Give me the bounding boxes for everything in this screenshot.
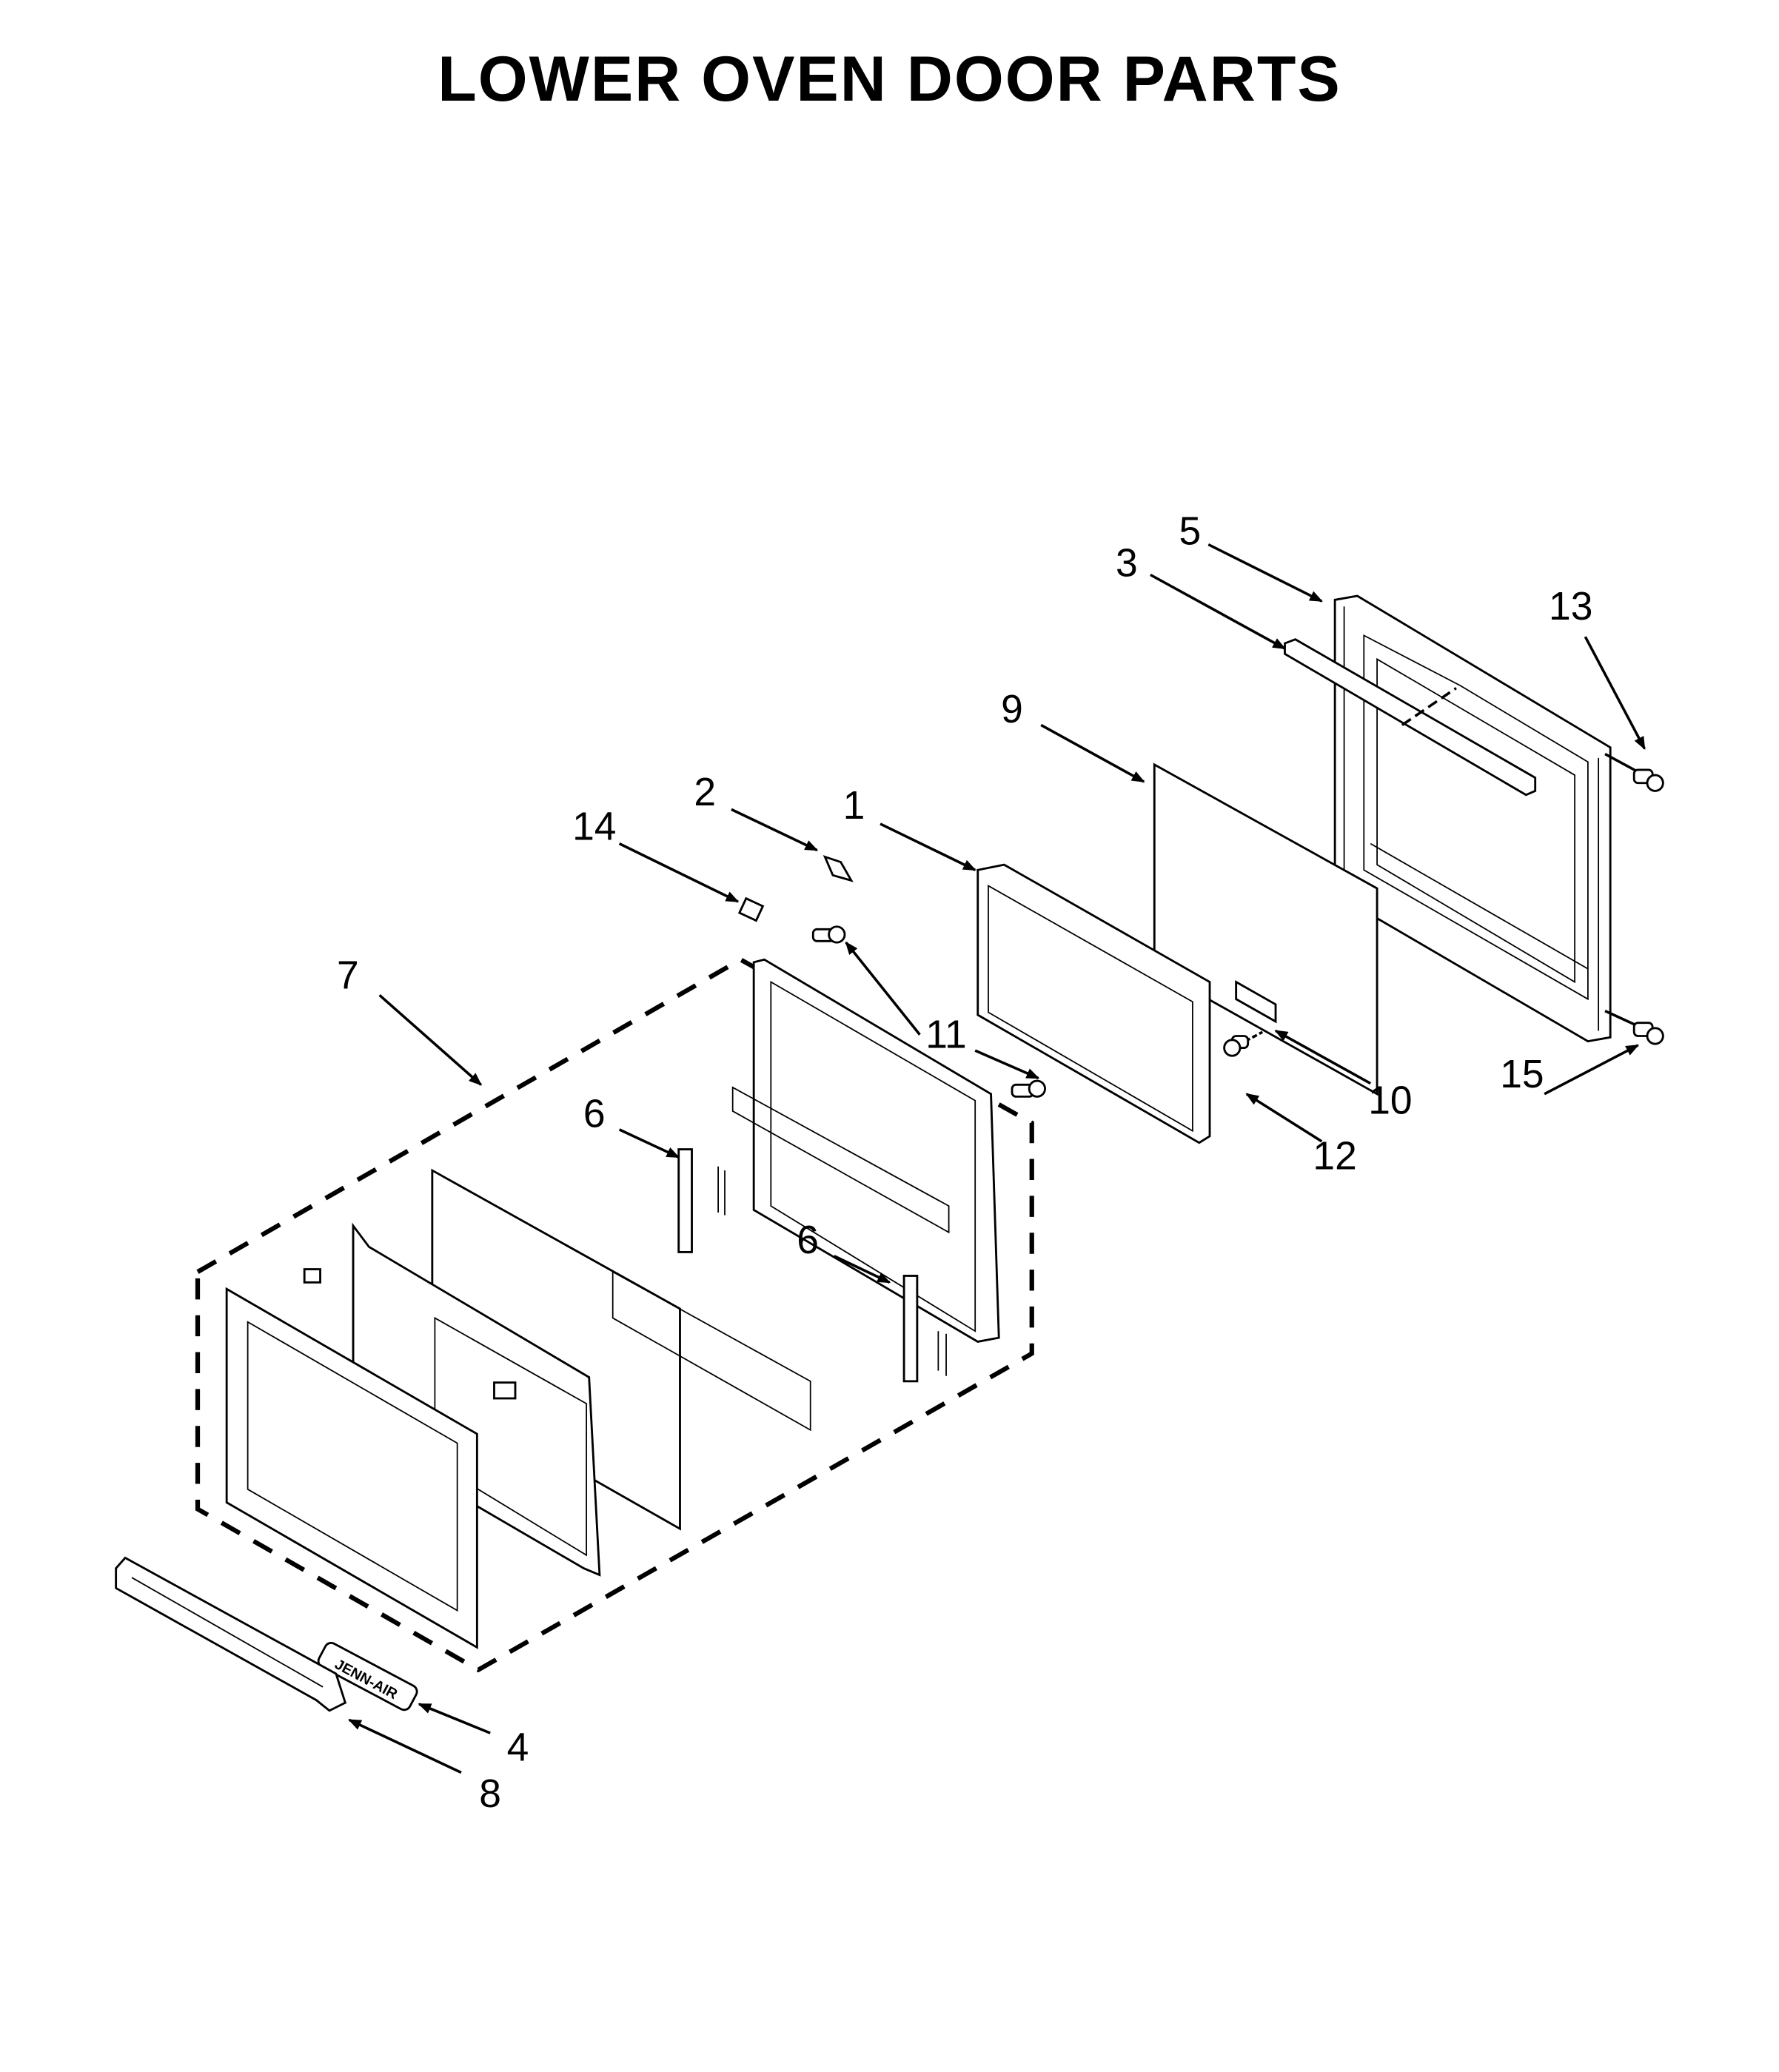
callout-9: 9 <box>1001 688 1145 783</box>
callout-10: 10 <box>1274 1029 1413 1123</box>
svg-text:7: 7 <box>337 953 359 997</box>
svg-text:15: 15 <box>1500 1053 1544 1096</box>
part-8-handle[interactable] <box>115 1556 347 1712</box>
part-10-bracket[interactable] <box>1235 980 1277 1024</box>
part-11-screw-lower[interactable] <box>1011 1079 1046 1098</box>
part-1-door-frame[interactable] <box>976 863 1211 1144</box>
callout-2: 2 <box>694 771 819 852</box>
callout-4: 4 <box>418 1703 529 1770</box>
svg-text:11: 11 <box>925 1013 966 1057</box>
callout-12: 12 <box>1245 1093 1357 1178</box>
part-7-outer-door-assembly[interactable] <box>195 956 1034 1673</box>
callout-14: 14 <box>572 805 740 903</box>
callout-15: 15 <box>1500 1044 1640 1096</box>
svg-text:6: 6 <box>797 1218 819 1262</box>
part-13-screw[interactable] <box>1604 753 1664 792</box>
svg-text:2: 2 <box>694 771 716 814</box>
callout-6-lower: 6 <box>797 1218 891 1284</box>
svg-text:5: 5 <box>1179 510 1201 554</box>
svg-text:9: 9 <box>1001 688 1023 731</box>
svg-text:1: 1 <box>843 784 865 828</box>
part-9-glass[interactable] <box>1153 762 1378 1096</box>
part-6-hinge-upper[interactable] <box>677 1148 726 1253</box>
svg-text:13: 13 <box>1549 585 1592 628</box>
callout-11: 11 <box>845 941 1040 1080</box>
svg-text:3: 3 <box>1116 541 1138 585</box>
svg-text:10: 10 <box>1368 1079 1412 1123</box>
callout-3: 3 <box>1116 541 1287 650</box>
svg-text:8: 8 <box>479 1772 501 1816</box>
part-6-hinge-lower[interactable] <box>902 1275 947 1383</box>
svg-text:14: 14 <box>572 805 616 848</box>
svg-text:6: 6 <box>583 1092 606 1136</box>
part-12-screw[interactable] <box>1223 1030 1264 1057</box>
part-3-channel[interactable] <box>1284 638 1537 797</box>
part-11-screw-upper[interactable] <box>811 925 846 944</box>
callout-1: 1 <box>843 784 976 871</box>
callout-13: 13 <box>1549 585 1646 751</box>
callout-6-upper: 6 <box>583 1092 680 1159</box>
svg-text:4: 4 <box>507 1726 529 1770</box>
part-15-screw[interactable] <box>1604 1010 1664 1045</box>
part-14-plug[interactable] <box>737 896 765 922</box>
part-2-clip[interactable] <box>823 855 854 882</box>
callout-8: 8 <box>348 1718 501 1816</box>
callout-5: 5 <box>1179 510 1323 603</box>
diagram-title: LOWER OVEN DOOR PARTS <box>438 44 1341 115</box>
callout-7: 7 <box>337 953 483 1086</box>
